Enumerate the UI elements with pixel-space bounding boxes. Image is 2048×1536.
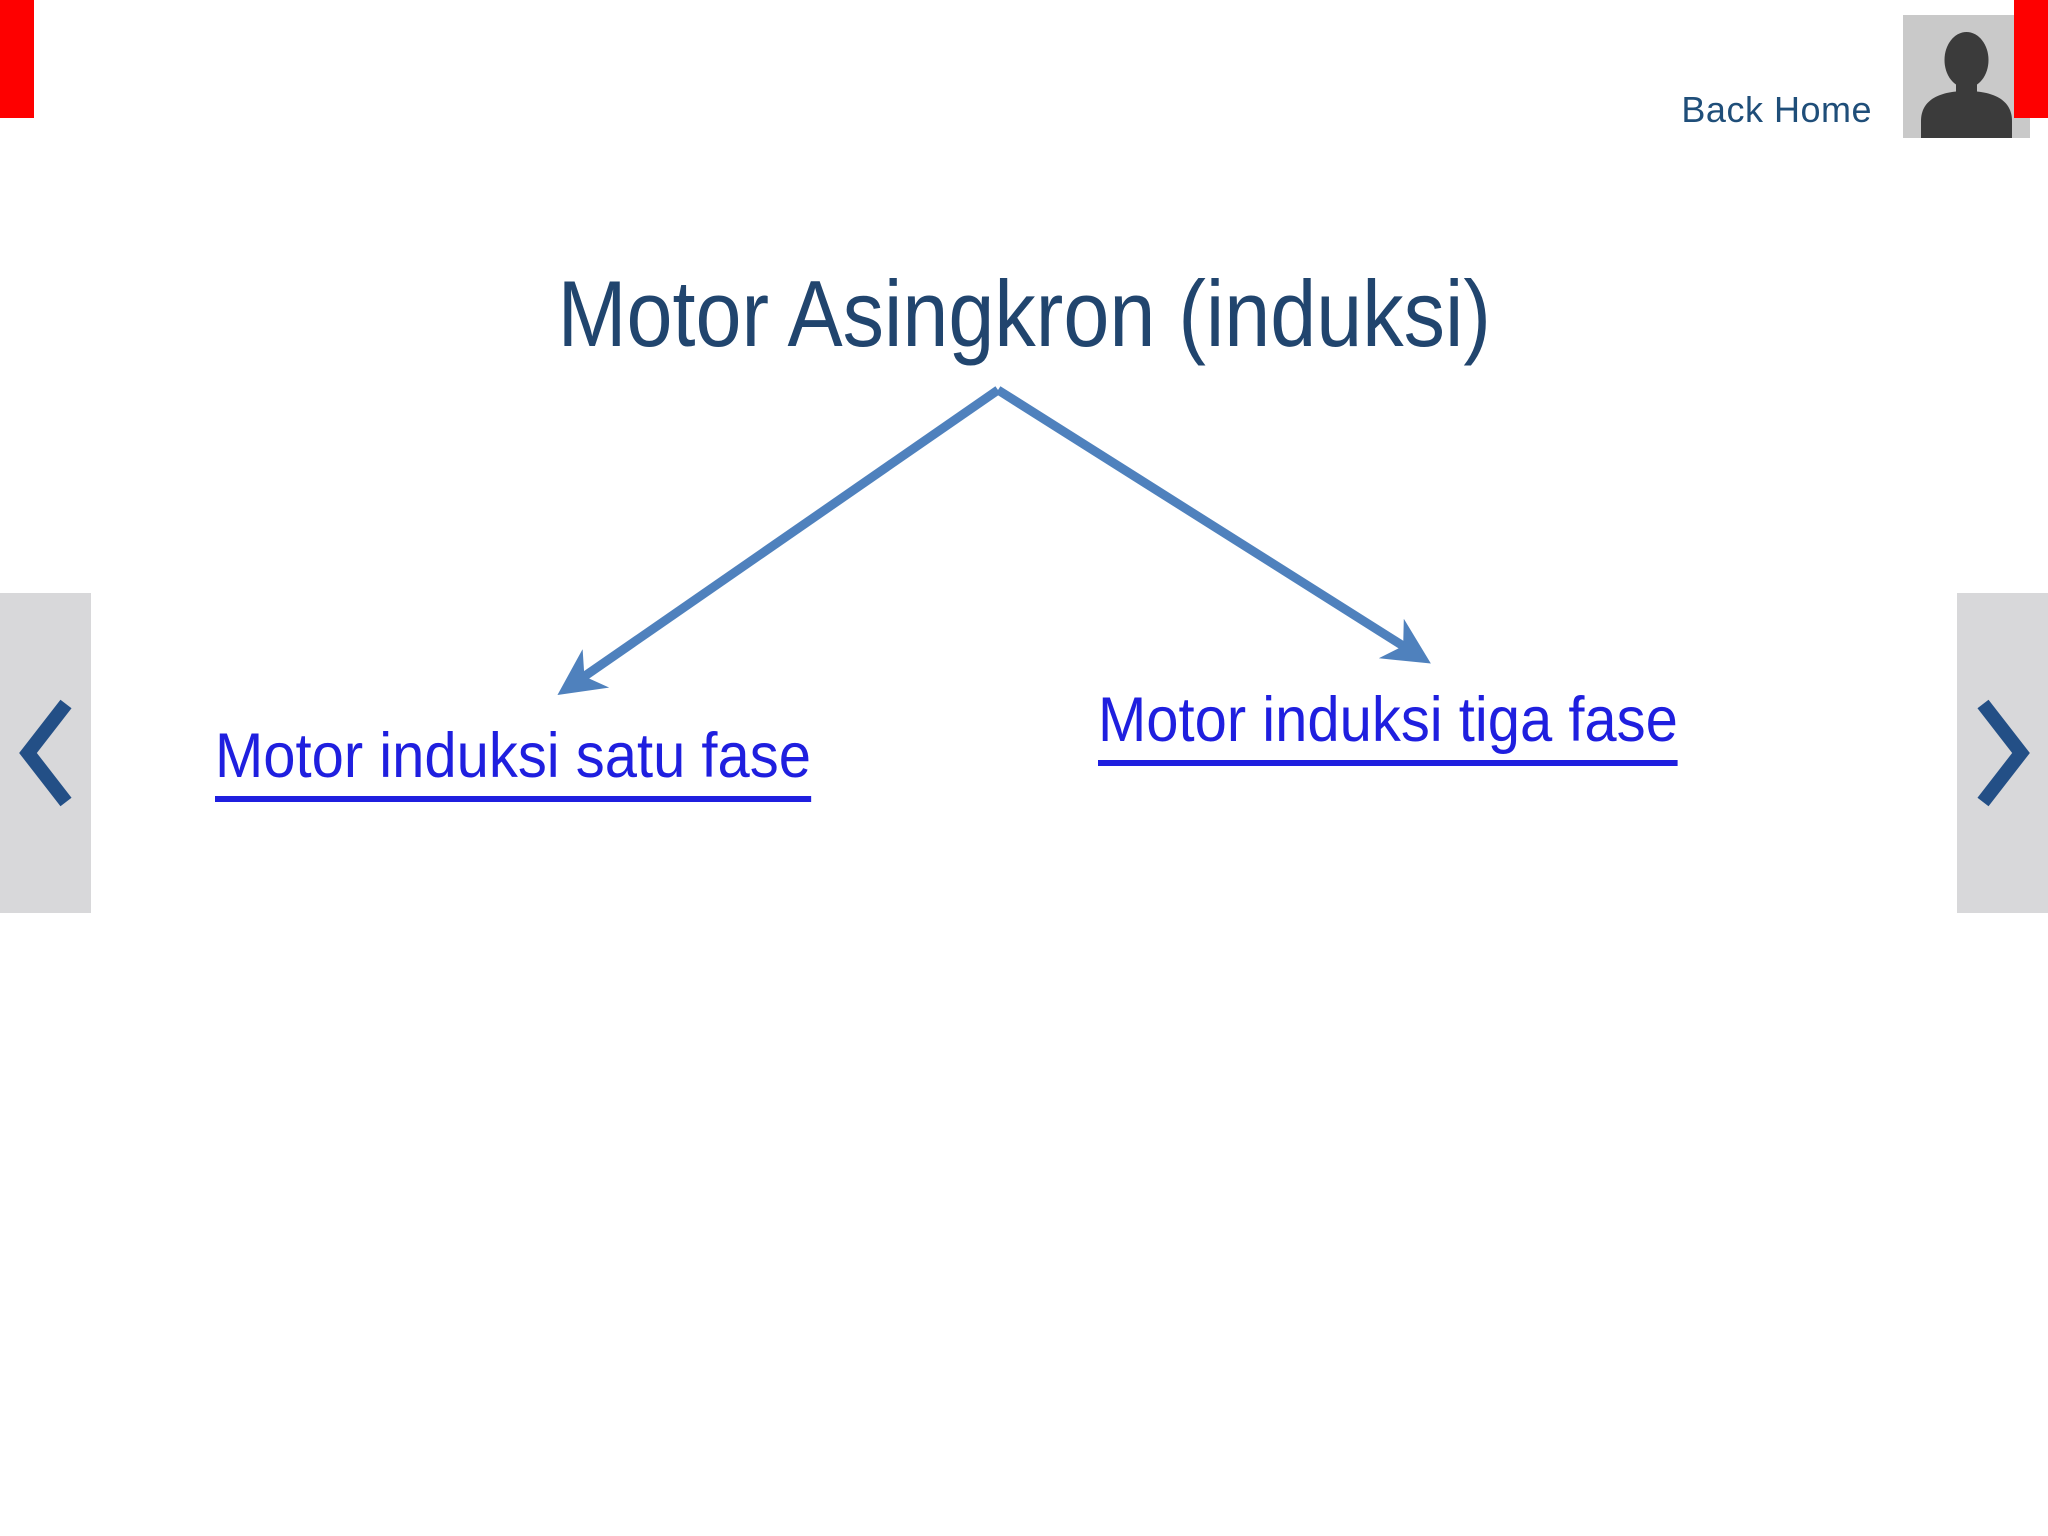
- link-motor-induksi-tiga-fase[interactable]: Motor induksi tiga fase: [1098, 685, 1678, 766]
- user-silhouette-icon: [1921, 32, 2012, 138]
- red-corner-marker-right: [2014, 0, 2048, 118]
- back-home-button[interactable]: Back Home: [1681, 89, 1872, 130]
- arrow-to-tiga-fase-icon: [995, 386, 1431, 664]
- chevron-left-icon: [18, 699, 72, 807]
- prev-slide-button[interactable]: [0, 593, 91, 913]
- link-motor-induksi-satu-fase[interactable]: Motor induksi satu fase: [215, 721, 811, 802]
- page-title: Motor Asingkron (induksi): [557, 261, 1491, 366]
- next-slide-button[interactable]: [1957, 593, 2048, 913]
- avatar[interactable]: [1903, 15, 2030, 138]
- chevron-right-icon: [1976, 699, 2030, 807]
- arrow-to-satu-fase-icon: [557, 386, 1001, 695]
- red-corner-marker-left: [0, 0, 34, 118]
